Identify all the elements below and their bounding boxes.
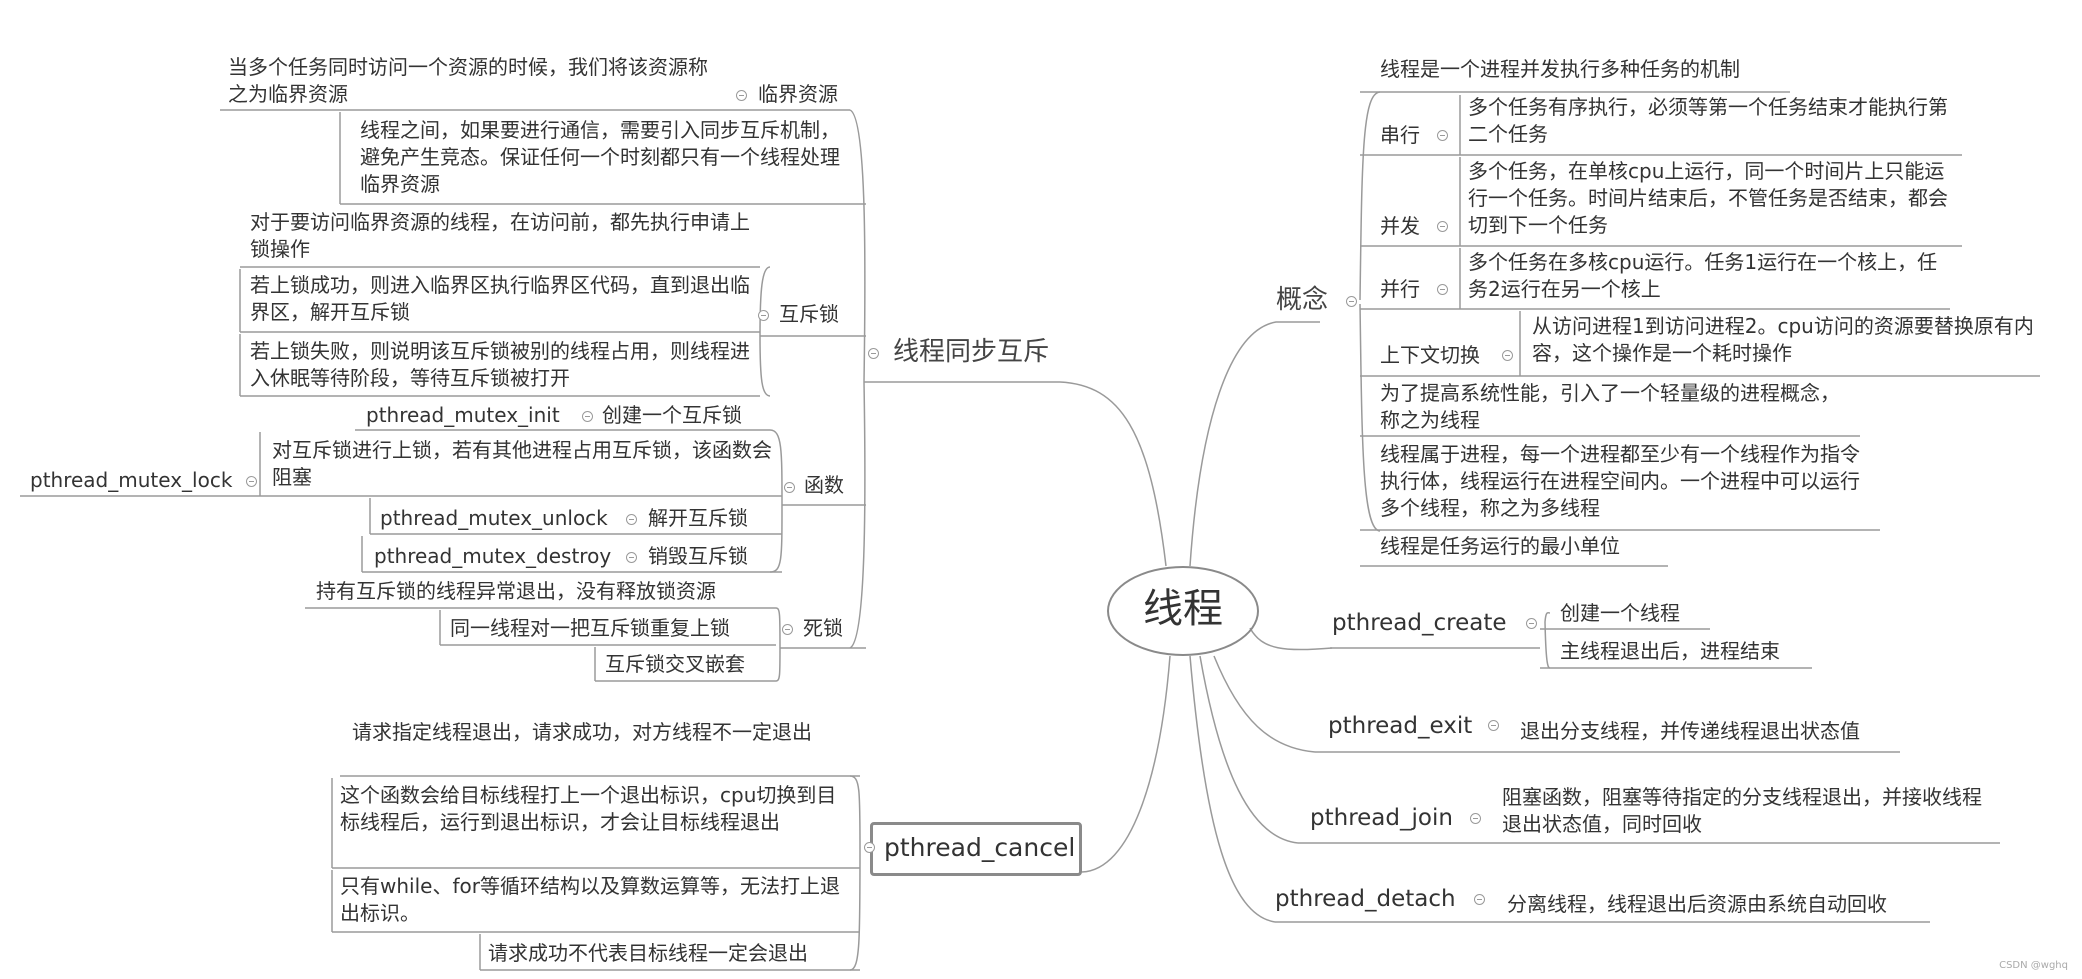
mutex-1: 对于要访问临界资源的线程，在访问前，都先执行申请上锁操作 [250, 210, 750, 261]
collapse-icon[interactable] [1502, 350, 1513, 361]
join-c1: 阻塞函数，阻塞等待指定的分支线程退出，并接收线程退出状态值，同时回收 [1502, 785, 1982, 836]
concept-label[interactable]: 概念 [1276, 285, 1329, 315]
edge-concept-bot [1359, 303, 1381, 532]
edge-cancel-kids [849, 775, 861, 971]
cancel-label[interactable]: pthread_cancel [884, 833, 1076, 862]
collapse-icon[interactable] [626, 552, 637, 563]
cancel-c2: 这个函数会给目标线程打上一个退出标识，cpu切换到目标线程后，运行到退出标识，才… [340, 783, 837, 834]
mutex-label[interactable]: 互斥锁 [779, 302, 839, 326]
edge-root-cancel [1081, 655, 1171, 873]
edge-root-exit [1213, 655, 1316, 753]
exit-c1: 退出分支线程，并传递线程退出状态值 [1520, 719, 1860, 743]
watermark: CSDN @wghq [1999, 960, 2068, 971]
concept-concurrent-text: 多个任务，在单核cpu上运行，同一个时间片上只能运行一个任务。时间片结束后，不管… [1468, 159, 1948, 237]
collapse-icon[interactable] [1346, 296, 1357, 307]
collapse-icon[interactable] [758, 310, 769, 321]
sync-critical-text: 当多个任务同时访问一个资源的时候，我们将该资源称之为临界资源 [228, 55, 708, 106]
collapse-icon[interactable] [1488, 720, 1499, 731]
sync-critical-label[interactable]: 临界资源 [758, 82, 838, 106]
collapse-icon[interactable] [1437, 284, 1448, 295]
create-c2: 主线程退出后，进程结束 [1560, 639, 1780, 663]
collapse-icon[interactable] [1437, 130, 1448, 141]
detach-c1: 分离线程，线程退出后资源由系统自动回收 [1507, 892, 1887, 916]
concept-belongs: 线程属于进程，每一个进程都至少有一个线程作为指令执行体，线程运行在进程空间内。一… [1380, 442, 1860, 520]
func-destroy-desc: 销毁互斥锁 [648, 544, 748, 568]
cancel-c1: 请求指定线程退出，请求成功，对方线程不一定退出 [352, 720, 812, 744]
func-unlock-desc: 解开互斥锁 [648, 506, 748, 530]
collapse-icon[interactable] [736, 90, 747, 101]
concept-context-text: 从访问进程1到访问进程2。cpu访问的资源要替换原有内容，这个操作是一个耗时操作 [1532, 314, 2034, 365]
collapse-icon[interactable] [868, 348, 879, 359]
collapse-icon[interactable] [1526, 618, 1537, 629]
collapse-icon[interactable] [1437, 221, 1448, 232]
concept-parallel-label[interactable]: 并行 [1380, 277, 1420, 301]
edge-root-create [1249, 627, 1333, 651]
create-c1: 创建一个线程 [1560, 601, 1680, 625]
collapse-icon[interactable] [626, 514, 637, 525]
edge-concept-group [1359, 91, 1381, 301]
edge-root-detach [1189, 655, 1276, 923]
root-node[interactable] [1107, 566, 1259, 656]
func-unlock[interactable]: pthread_mutex_unlock [380, 506, 608, 530]
concept-lightweight: 为了提高系统性能，引入了一个轻量级的进程概念，称之为线程 [1380, 381, 1840, 432]
collapse-icon[interactable] [782, 624, 793, 635]
collapse-icon[interactable] [864, 842, 875, 853]
concept-concurrent-label[interactable]: 并发 [1380, 214, 1420, 238]
dead-2: 同一线程对一把互斥锁重复上锁 [450, 616, 730, 640]
func-init[interactable]: pthread_mutex_init [366, 403, 560, 427]
edge-create-kids [1544, 611, 1551, 669]
exit-label[interactable]: pthread_exit [1328, 713, 1473, 739]
mutex-3: 若上锁失败，则说明该互斥锁被别的线程占用，则线程进入休眠等待阶段，等待互斥锁被打… [250, 339, 750, 390]
edge-dead-kids [775, 607, 781, 682]
sync-label[interactable]: 线程同步互斥 [893, 337, 1050, 367]
edge-root-join [1199, 655, 1299, 844]
concept-def: 线程是一个进程并发执行多种任务的机制 [1380, 57, 1740, 81]
func-lock[interactable]: pthread_mutex_lock [30, 468, 233, 492]
detach-label[interactable]: pthread_detach [1275, 886, 1456, 912]
func-init-desc: 创建一个互斥锁 [602, 403, 742, 427]
edge-mutex-kids [759, 266, 771, 397]
concept-serial-label[interactable]: 串行 [1380, 123, 1420, 147]
concept-serial-text: 多个任务有序执行，必须等第一个任务结束才能执行第二个任务 [1468, 95, 1948, 146]
collapse-icon[interactable] [582, 411, 593, 422]
join-label[interactable]: pthread_join [1310, 805, 1453, 831]
mutex-2: 若上锁成功，则进入临界区执行临界区代码，直到退出临界区，解开互斥锁 [250, 273, 750, 324]
create-label[interactable]: pthread_create [1332, 610, 1507, 636]
dead-label[interactable]: 死锁 [803, 616, 843, 640]
edge-root-concept [1189, 321, 1320, 567]
edge-sync-tree [849, 109, 866, 649]
collapse-icon[interactable] [784, 482, 795, 493]
collapse-icon[interactable] [246, 476, 257, 487]
dead-3: 互斥锁交叉嵌套 [605, 652, 745, 676]
cancel-c3: 只有while、for等循环结构以及算数运算等，无法打上退出标识。 [340, 874, 840, 925]
collapse-icon[interactable] [1470, 813, 1481, 824]
collapse-icon[interactable] [1474, 894, 1485, 905]
concept-parallel-text: 多个任务在多核cpu运行。任务1运行在一个核上，任务2运行在另一个核上 [1468, 250, 1938, 301]
concept-context-label[interactable]: 上下文切换 [1380, 343, 1480, 367]
sync-intro: 线程之间，如果要进行通信，需要引入同步互斥机制，避免产生竞态。保证任何一个时刻都… [360, 118, 840, 196]
root-label: 线程 [1143, 586, 1223, 632]
func-destroy[interactable]: pthread_mutex_destroy [374, 544, 612, 568]
func-label[interactable]: 函数 [804, 473, 844, 497]
dead-1: 持有互斥锁的线程异常退出，没有释放锁资源 [316, 579, 716, 603]
cancel-c4: 请求成功不代表目标线程一定会退出 [488, 941, 808, 965]
edge-root-sync [864, 381, 1167, 567]
func-lock-desc: 对互斥锁进行上锁，若有其他进程占用互斥锁，该函数会阻塞 [272, 438, 772, 489]
concept-smallest: 线程是任务运行的最小单位 [1380, 534, 1620, 558]
